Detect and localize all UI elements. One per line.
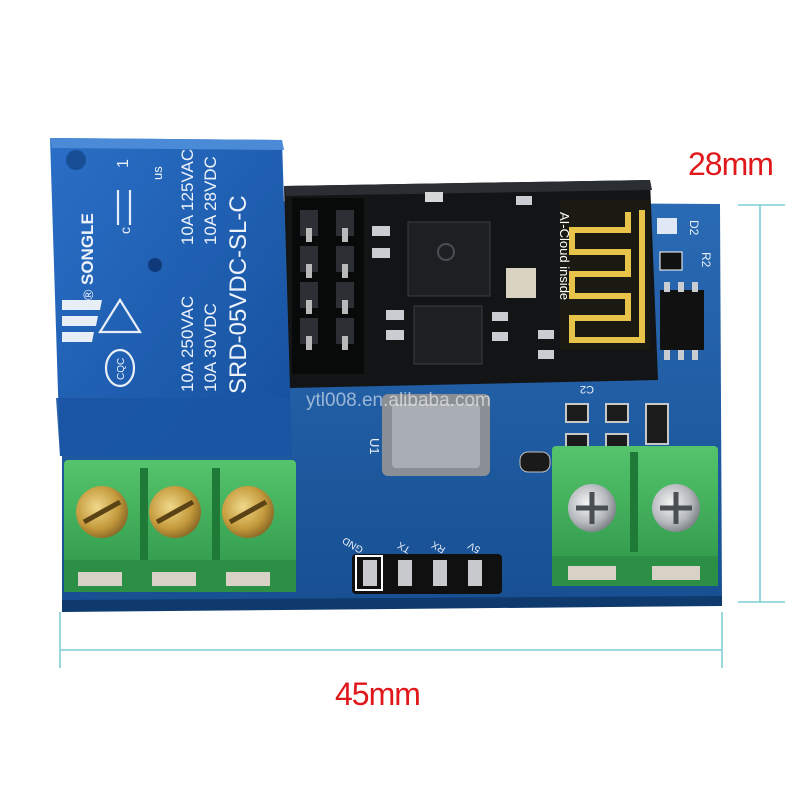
relay-rating-ac-2: 10A 125VAC [178,149,197,245]
silk-u1: U1 [367,438,382,455]
pin-label-5v: 5V [466,539,482,555]
board-components [382,218,704,476]
relay-rating-dc-1: 10A 30VDC [201,303,220,392]
relay-ul-c: c [117,227,133,234]
silk-c2: C2 [580,383,594,395]
relay [50,138,292,456]
dimension-lines [59,204,785,668]
relay-rating-ac-1: 10A 250VAC [178,296,197,392]
wifi-module [284,180,658,388]
watermark: ytl008.en.alibaba.com [306,390,491,411]
width-dimension-label: 45mm [335,676,421,712]
relay-brand: SONGLE [78,213,97,285]
relay-markings: SONGLE ® 1 c us CQC 10A 250VAC 10A 125VA… [78,149,252,394]
relay-model: SRD-05VDC-SL-C [225,195,252,394]
header-pins [292,198,364,374]
relay-cqc: CQC [116,358,127,380]
terminal-block-right [552,446,718,586]
flash-chip [413,305,483,365]
silk-d2: D2 [687,220,701,236]
relay-rating-dc-2: 10A 28VDC [201,156,220,245]
silk-r2: R2 [699,252,713,268]
relay-registered: ® [80,289,96,300]
antenna-label: AI-Cloud inside [557,212,572,300]
pcb-antenna [560,200,650,350]
serial-pin-header [352,554,502,594]
relay-pin-number: 1 [115,159,132,168]
terminal-block-left [64,460,296,592]
height-dimension-label: 28mm [688,146,774,182]
relay-ul-us: us [150,166,165,180]
